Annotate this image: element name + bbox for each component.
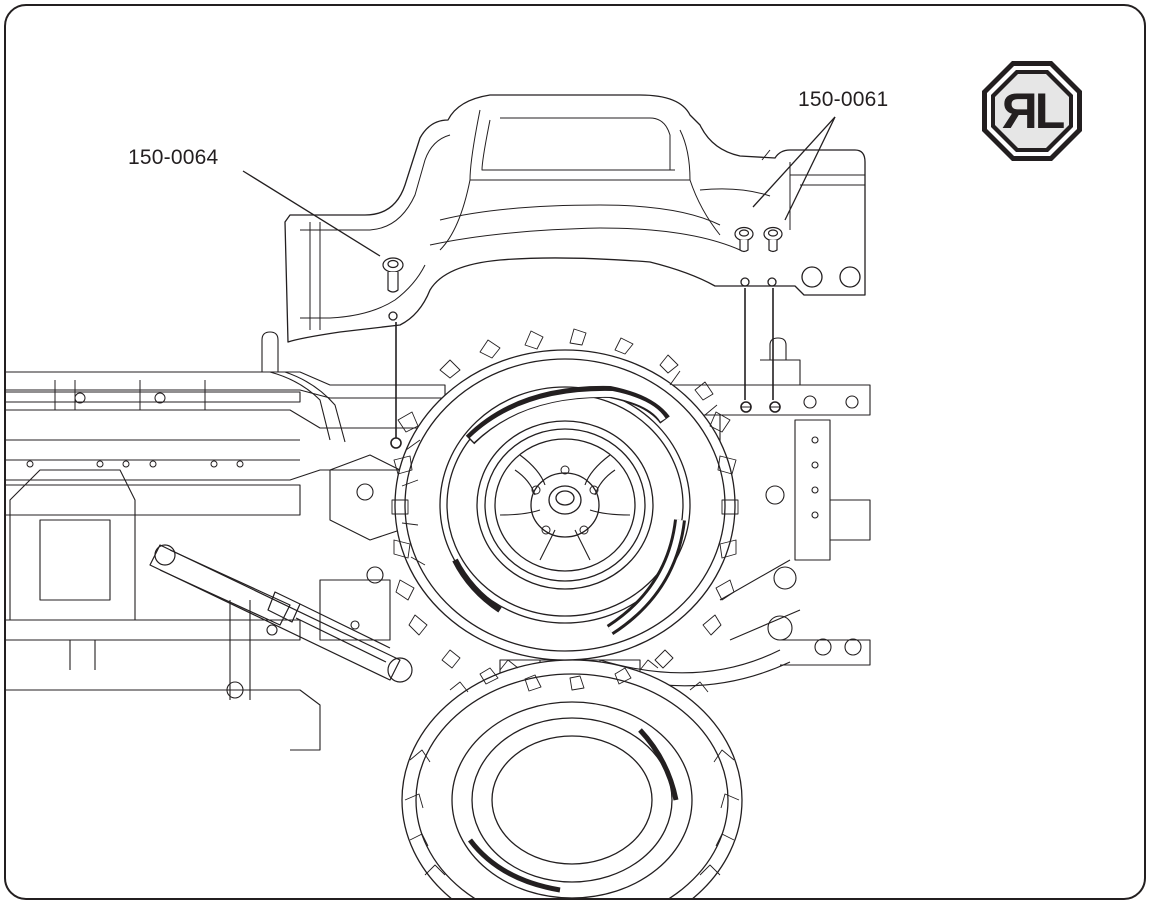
callout-leaders	[242, 116, 836, 257]
rl-logo-icon: ЯL	[978, 57, 1086, 165]
logo-text: ЯL	[1001, 83, 1065, 139]
fender-liner-part	[284, 94, 866, 343]
screw-icon	[763, 226, 783, 253]
assembly-guide-lines	[390, 288, 781, 449]
part-number-left: 150-0064	[128, 146, 219, 169]
part-number-right: 150-0061	[798, 88, 889, 111]
upper-spare-tire	[391, 328, 739, 692]
lower-spare-tire	[401, 659, 743, 898]
screw-icon	[382, 257, 404, 293]
screw-icon	[734, 226, 754, 253]
page-frame	[4, 4, 1146, 900]
